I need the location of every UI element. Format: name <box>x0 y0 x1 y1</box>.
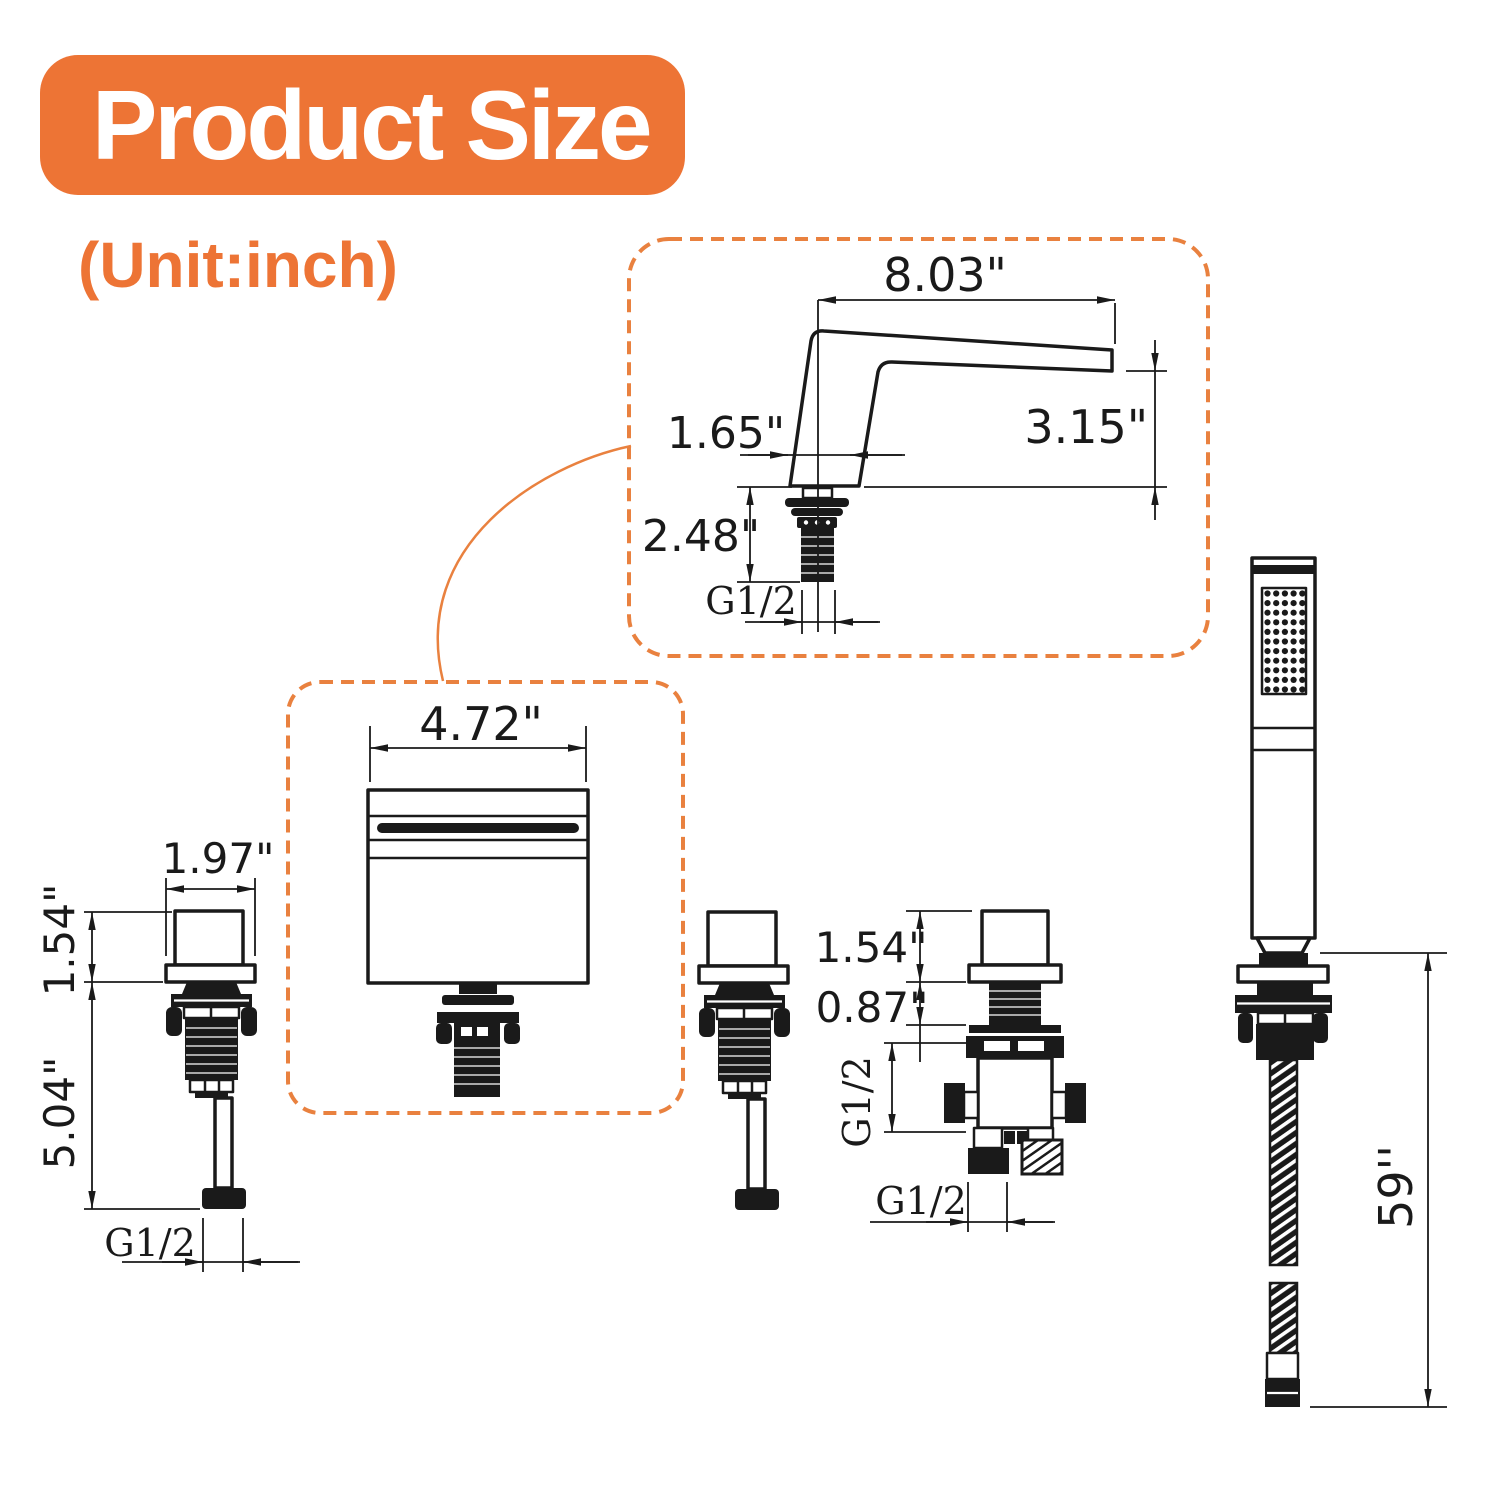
tub-spout-outline <box>788 329 1114 488</box>
dim-label-spout-reach: 8.03" <box>883 248 1007 302</box>
dim-diverter-bottom-thread: G1/2 <box>870 1179 1055 1232</box>
dim-label-handle-knob-height: 1.54" <box>35 884 84 997</box>
dim-label-waterfall-width: 4.72" <box>419 697 543 751</box>
dim-diverter-knob-height: 1.54" <box>815 910 972 983</box>
dim-label-diverter-neck-height: 0.87" <box>816 983 929 1032</box>
dim-spout-base-width: 1.65" <box>667 408 905 459</box>
handle-left-figure <box>164 909 259 1211</box>
unit-label: (Unit:inch) <box>78 229 398 301</box>
dim-hose-length: 59'' <box>1310 952 1447 1408</box>
diverter-knob <box>980 909 1050 967</box>
diverter-neck <box>989 982 1041 1025</box>
dim-spout-thread: G1/2 <box>705 579 880 634</box>
dim-spout-height: 3.15" <box>864 340 1167 520</box>
dim-handle-flange-width: 1.97" <box>162 834 275 956</box>
dim-label-spout-base-width: 1.65" <box>667 408 785 459</box>
handle-middle-figure <box>697 910 792 1212</box>
dim-label-diverter-knob-height: 1.54" <box>815 923 928 972</box>
dim-diverter-side-thread: G1/2 <box>835 1042 966 1148</box>
waterfall-spout-figure: 4.72" <box>366 697 590 1097</box>
dim-label-hose-length: 59'' <box>1369 1145 1423 1229</box>
handle-dimensions: 1.97" 1.54" 5.04" G1/2 <box>35 834 300 1272</box>
waterfall-body <box>366 788 590 985</box>
dim-label-diverter-side-thread: G1/2 <box>835 1056 879 1148</box>
diverter-hatched-port <box>1020 1138 1064 1176</box>
callout-connector-line <box>436 444 632 682</box>
dim-label-spout-thread: G1/2 <box>705 579 797 623</box>
hand-shower-figure: 59'' <box>1235 556 1447 1408</box>
shower-hose-lower <box>1268 1281 1299 1355</box>
diverter-body <box>976 1056 1054 1130</box>
tub-spout-figure: 8.03" 3.15" 1.65" 2.48" <box>642 248 1167 634</box>
diverter-figure: 1.54" 0.87" G1/2 G1/2 <box>815 909 1086 1232</box>
dim-label-spout-height: 3.15" <box>1024 400 1148 454</box>
dim-handle-thread: G1/2 <box>104 1218 300 1272</box>
dim-label-handle-below-deck: 5.04" <box>35 1057 84 1170</box>
dim-label-handle-thread: G1/2 <box>104 1221 196 1265</box>
page-title: Product Size <box>92 69 653 180</box>
dim-spout-reach: 8.03" <box>818 248 1116 344</box>
dim-label-diverter-bottom-thread: G1/2 <box>875 1179 967 1223</box>
diverter-bottom-port <box>968 1148 1009 1174</box>
dim-handle-knob-height: 1.54" <box>35 884 172 997</box>
dim-waterfall-width: 4.72" <box>369 697 587 782</box>
dim-label-handle-flange-width: 1.97" <box>162 834 275 883</box>
diverter-side-port-left <box>944 1083 965 1123</box>
dim-handle-below-deck: 5.04" <box>35 982 200 1210</box>
diverter-side-port-right <box>1065 1083 1086 1123</box>
title-banner: Product Size <box>40 55 685 195</box>
dim-spout-below-deck: 2.48" <box>642 486 800 583</box>
waterfall-slot <box>377 823 579 833</box>
shower-hose-upper <box>1268 1058 1299 1267</box>
dim-diverter-neck-height: 0.87" <box>816 982 966 1062</box>
spray-nozzle-dots <box>1264 590 1306 693</box>
dim-label-spout-below-deck: 2.48" <box>642 511 760 562</box>
